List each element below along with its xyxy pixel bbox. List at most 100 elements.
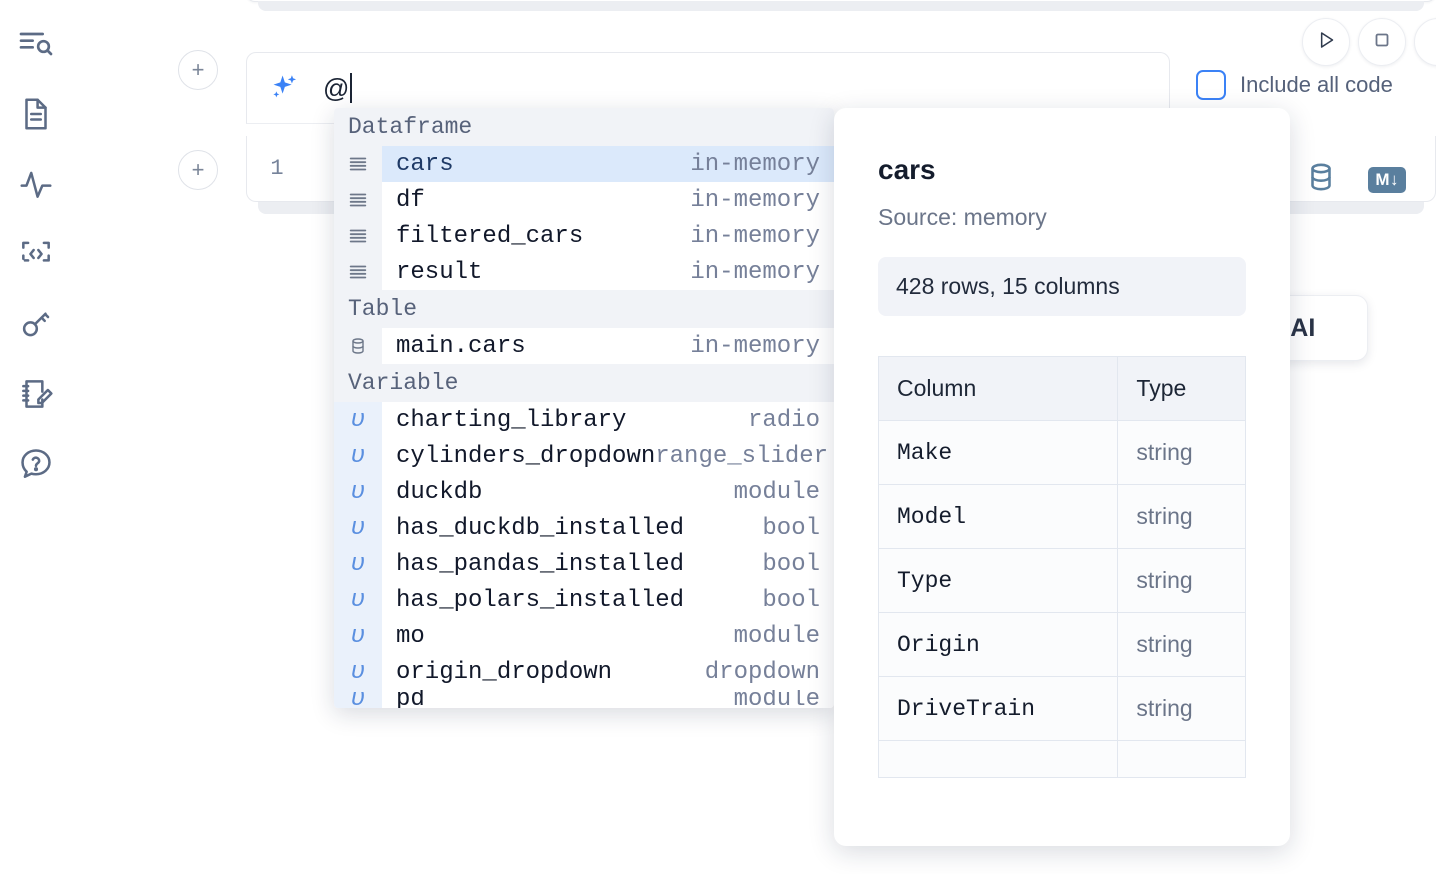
autocomplete-item-name: has_duckdb_installed bbox=[396, 514, 685, 542]
dataframe-icon bbox=[334, 254, 382, 290]
schema-column-type: string bbox=[1117, 548, 1246, 613]
autocomplete-item[interactable]: result in-memory bbox=[334, 254, 834, 290]
database-icon bbox=[334, 328, 382, 364]
schema-column-type: string bbox=[1117, 676, 1246, 741]
schema-column-name: Model bbox=[877, 484, 1119, 549]
key-icon bbox=[17, 305, 55, 343]
autocomplete-item-name: has_polars_installed bbox=[396, 586, 685, 614]
add-cell-below-button[interactable]: + bbox=[178, 150, 218, 190]
autocomplete-item-type: module bbox=[733, 478, 820, 506]
sidebar-item-secrets[interactable] bbox=[12, 298, 60, 350]
file-document-icon bbox=[17, 95, 55, 133]
autocomplete-item-type: in-memory bbox=[690, 332, 820, 360]
include-all-code-row[interactable]: Include all code bbox=[1196, 70, 1393, 100]
autocomplete-item-type: dropdown bbox=[704, 658, 820, 686]
autocomplete-item-name: cylinders_dropdown bbox=[396, 442, 656, 470]
line-number: 1 bbox=[270, 156, 284, 181]
include-all-code-checkbox[interactable] bbox=[1196, 70, 1226, 100]
markdown-icon[interactable]: M↓ bbox=[1368, 166, 1406, 193]
autocomplete-item-type: range_slider bbox=[655, 442, 829, 470]
autocomplete-section-header: Table bbox=[334, 290, 834, 328]
autocomplete-item-type: module bbox=[733, 690, 820, 708]
schema-column-name bbox=[877, 740, 1119, 778]
ai-prompt-value: @ bbox=[323, 72, 350, 103]
autocomplete-item-name: mo bbox=[396, 622, 425, 650]
schema-header-type: Type bbox=[1117, 356, 1246, 421]
variable-icon: υ bbox=[334, 618, 382, 654]
variable-icon: υ bbox=[334, 582, 382, 618]
stop-button[interactable] bbox=[1358, 18, 1406, 66]
text-caret bbox=[350, 72, 353, 103]
autocomplete-item-name: charting_library bbox=[396, 406, 627, 434]
autocomplete-item[interactable]: filtered_cars in-memory bbox=[334, 218, 834, 254]
plus-icon: + bbox=[191, 57, 205, 82]
autocomplete-item[interactable]: cars in-memory bbox=[334, 146, 834, 182]
schema-column-type: string bbox=[1117, 612, 1246, 677]
variable-icon: υ bbox=[334, 510, 382, 546]
autocomplete-item-name: duckdb bbox=[396, 478, 483, 506]
sidebar-rail bbox=[0, 0, 72, 874]
schema-header-column: Column bbox=[877, 356, 1119, 421]
autocomplete-item-type: in-memory bbox=[690, 222, 820, 250]
detail-shape: 428 rows, 15 columns bbox=[878, 257, 1246, 316]
sidebar-item-files[interactable] bbox=[12, 88, 60, 140]
autocomplete-item[interactable]: main.cars in-memory bbox=[334, 328, 834, 364]
schema-column-type: string bbox=[1117, 420, 1246, 485]
sidebar-item-activity[interactable] bbox=[12, 158, 60, 210]
cell-tools: M↓ bbox=[1304, 160, 1406, 199]
schema-column-name: Type bbox=[877, 548, 1119, 613]
autocomplete-item-type: in-memory bbox=[690, 150, 820, 178]
schema-column-type: string bbox=[1117, 484, 1246, 549]
detail-source: Source: memory bbox=[878, 204, 1047, 230]
variable-icon: υ bbox=[334, 474, 382, 510]
add-cell-above-button[interactable]: + bbox=[178, 50, 218, 90]
schema-column-type bbox=[1117, 740, 1246, 778]
autocomplete-item-name: main.cars bbox=[396, 332, 526, 360]
outline-search-icon bbox=[16, 24, 56, 64]
autocomplete-item-type: bool bbox=[762, 550, 820, 578]
previous-cell-shadow bbox=[258, 1, 1424, 11]
sidebar-item-outline-search[interactable] bbox=[12, 18, 60, 70]
ai-prompt-input[interactable]: @ bbox=[323, 72, 353, 104]
more-actions-button[interactable] bbox=[1414, 18, 1436, 66]
run-button[interactable] bbox=[1302, 18, 1350, 66]
sidebar-item-help[interactable] bbox=[12, 438, 60, 490]
schema-column-name: Origin bbox=[877, 612, 1119, 677]
variable-icon: υ bbox=[334, 402, 382, 438]
dataframe-icon bbox=[334, 146, 382, 182]
activity-pulse-icon bbox=[17, 165, 55, 203]
variable-icon: υ bbox=[334, 690, 382, 708]
play-icon bbox=[1313, 27, 1339, 58]
autocomplete-item-name: origin_dropdown bbox=[396, 658, 613, 686]
autocomplete-item-name: cars bbox=[396, 150, 454, 178]
autocomplete-item-name: df bbox=[396, 186, 425, 214]
database-icon[interactable] bbox=[1304, 160, 1338, 199]
sidebar-item-snippets[interactable] bbox=[12, 228, 60, 280]
autocomplete-item-name: result bbox=[396, 258, 483, 286]
schema-table-header-row: Column Type bbox=[877, 356, 1246, 421]
run-controls bbox=[1302, 18, 1436, 66]
autocomplete-section-header: Dataframe bbox=[334, 108, 834, 146]
schema-table-row bbox=[877, 740, 1246, 778]
scratchpad-edit-icon bbox=[17, 375, 55, 413]
autocomplete-item-type: in-memory bbox=[690, 258, 820, 286]
autocomplete-item-name: filtered_cars bbox=[396, 222, 584, 250]
sidebar-item-scratchpad[interactable] bbox=[12, 368, 60, 420]
autocomplete-section-header: Variable bbox=[334, 364, 834, 402]
